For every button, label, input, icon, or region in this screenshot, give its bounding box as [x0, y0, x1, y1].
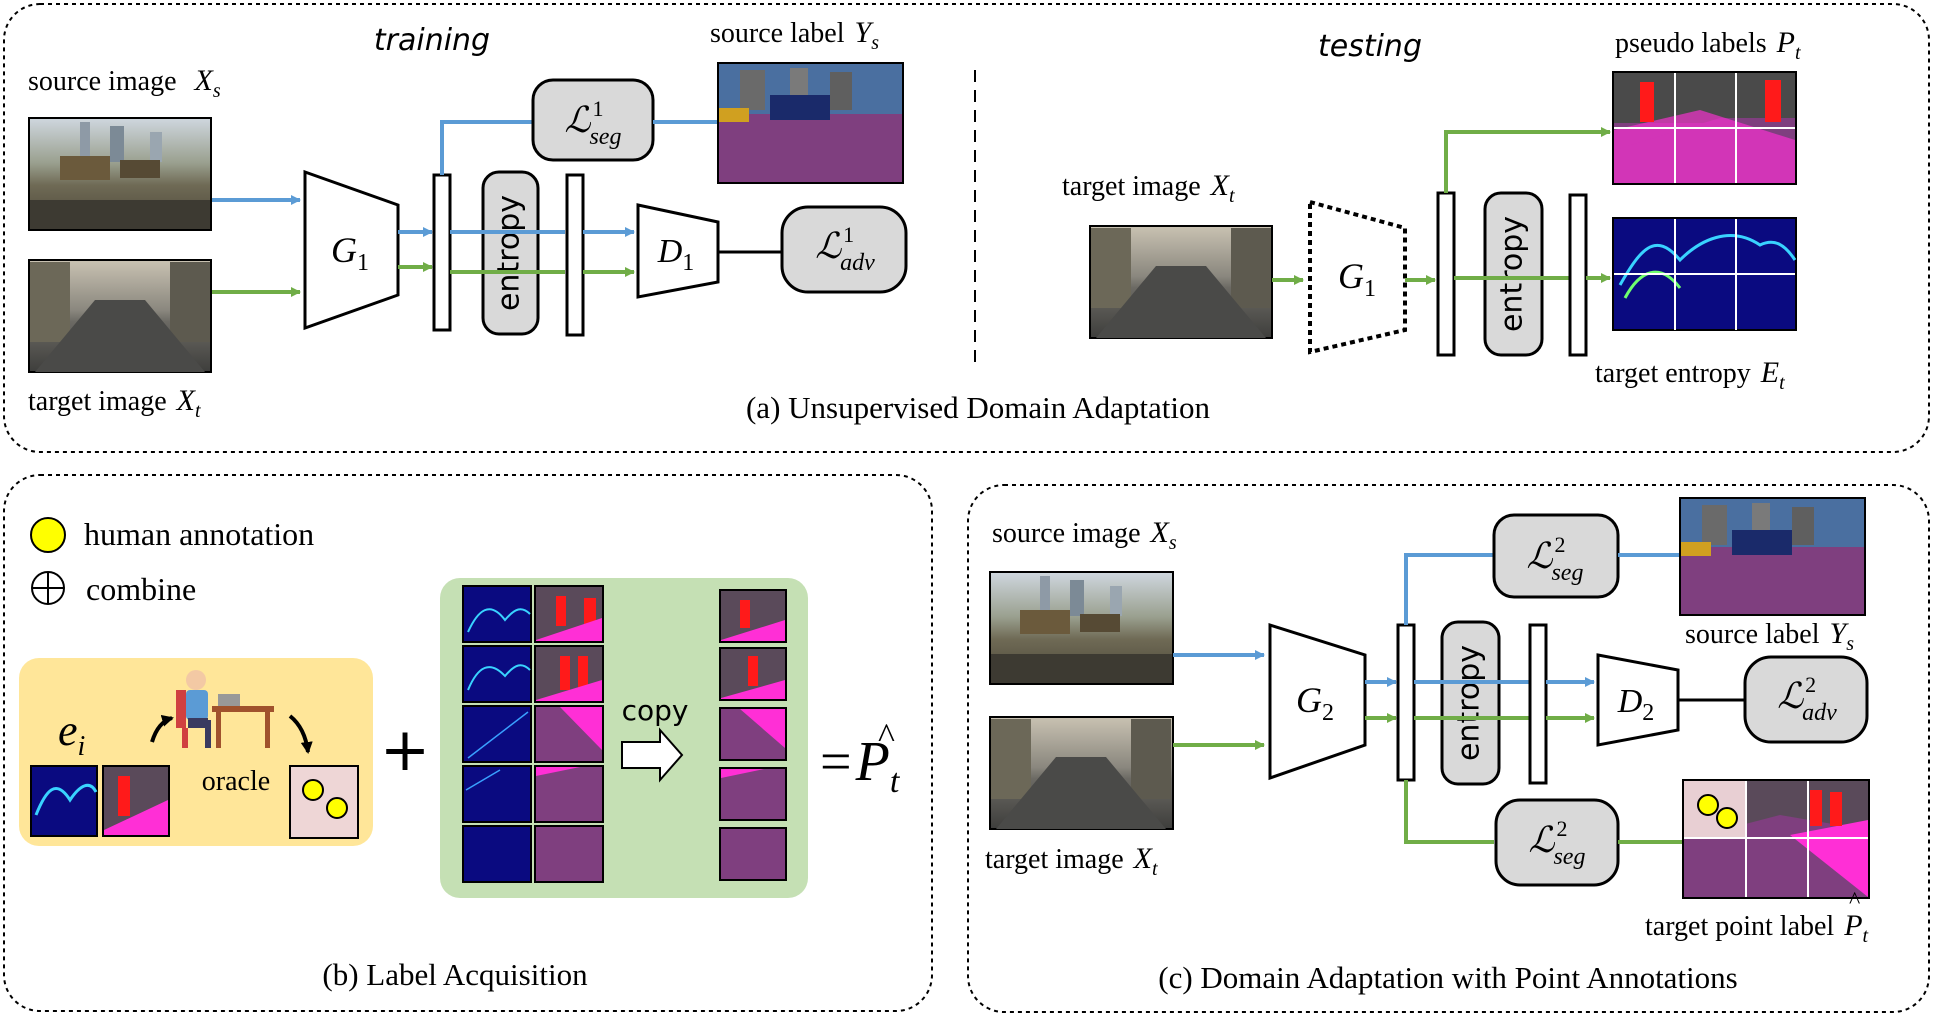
svg-text:human annotation: human annotation — [84, 516, 314, 552]
b-result-column — [719, 589, 787, 881]
svg-text:combine: combine — [86, 571, 196, 607]
svg-text:G1: G1 — [331, 230, 369, 276]
svg-text:entropy: entropy — [1495, 216, 1530, 332]
c-source-label-thumb — [1679, 497, 1866, 616]
a-source-label-thumb — [717, 62, 904, 184]
b-legend-combine: combine — [31, 571, 196, 607]
b-oracle-label: oracle — [202, 766, 270, 797]
b-oracle-box: ei oracle — [19, 658, 373, 846]
c-caption: (c) Domain Adaptation with Point Annotat… — [1158, 960, 1737, 995]
a-source-image-thumb — [28, 117, 212, 231]
c-source-image-thumb — [989, 571, 1174, 685]
a-test-target-thumb — [1089, 225, 1273, 339]
c-feature-bar-1 — [1396, 623, 1416, 782]
c-generator-g2: G2 — [1268, 622, 1367, 781]
a-target-image-thumb — [28, 259, 212, 373]
b-ei-label: ei — [58, 706, 85, 762]
b-result-hat: ^ — [878, 716, 895, 756]
b-copy-arrow-icon — [621, 727, 684, 783]
b-equals-result: =Pt — [820, 731, 901, 800]
c-feature-bar-2 — [1528, 623, 1548, 785]
svg-text:D2: D2 — [1617, 683, 1655, 726]
c-discriminator-d2: D2 — [1596, 653, 1680, 747]
c-target-image-thumb — [989, 716, 1174, 830]
b-entropy-column — [462, 585, 532, 883]
panel-b-border — [3, 474, 933, 1012]
svg-text:G1: G1 — [1338, 256, 1376, 302]
a-test-entropy-box: entropy — [1483, 191, 1544, 357]
c-target-point-label-thumb — [1682, 779, 1870, 899]
a-test-feature-bar-1 — [1436, 191, 1456, 357]
a-caption: (a) Unsupervised Domain Adaptation — [746, 390, 1211, 425]
svg-text:G2: G2 — [1296, 680, 1334, 726]
a-test-generator-g1: G1 — [1308, 199, 1407, 355]
testing-title: testing — [1318, 29, 1422, 64]
b-legend-human: human annotation — [30, 516, 314, 553]
c-target-point-hat: ^ — [1849, 888, 1860, 914]
a-target-entropy-thumb — [1612, 217, 1797, 331]
b-oracle-person-icon — [176, 670, 274, 748]
a-pseudo-label-thumb — [1612, 71, 1797, 185]
a-generator-g1: G1 — [303, 169, 400, 331]
svg-text:entropy: entropy — [1452, 645, 1487, 761]
a-feature-bar-2 — [565, 173, 585, 337]
training-title: training — [374, 23, 490, 58]
b-caption: (b) Label Acquisition — [322, 957, 588, 992]
a-feature-bar-1 — [432, 173, 452, 332]
c-entropy-box: entropy — [1440, 620, 1501, 786]
b-plus-sign: + — [380, 715, 430, 785]
svg-text:entropy: entropy — [492, 195, 527, 311]
panel-a-border — [3, 3, 1930, 453]
b-copy-label: copy — [622, 694, 689, 727]
a-discriminator-d1: D1 — [636, 203, 720, 299]
c-seg-branch-top — [1404, 553, 1494, 625]
a-test-feature-bar-2 — [1568, 193, 1588, 357]
svg-text:D1: D1 — [657, 233, 695, 276]
b-seg-column — [534, 585, 604, 883]
a-entropy-box: entropy — [481, 170, 540, 336]
c-seg-branch-bottom — [1404, 780, 1494, 844]
a-seg-branch — [440, 120, 535, 175]
b-copy-box: copy — [440, 578, 808, 898]
a-test-pseudo-branch — [1444, 127, 1611, 193]
